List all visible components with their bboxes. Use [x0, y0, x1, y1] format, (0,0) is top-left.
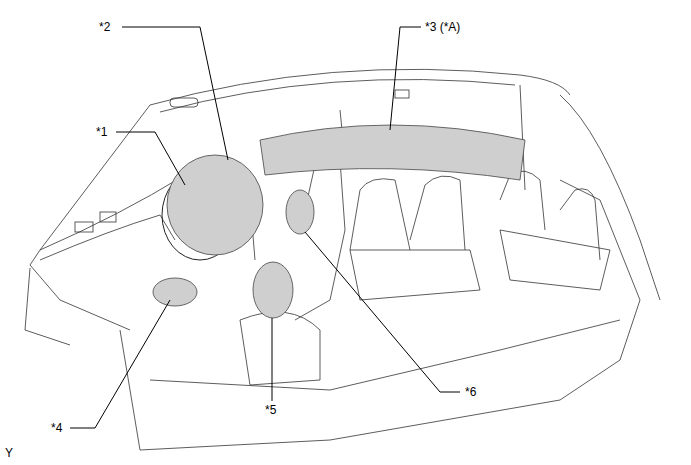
- leader-line: [116, 132, 185, 185]
- callout-number: *1: [95, 125, 108, 139]
- leader-line: [390, 27, 421, 130]
- figure-code: Y: [4, 446, 14, 460]
- callout-number: *6: [464, 385, 477, 399]
- airbags: [153, 125, 525, 318]
- callout-number: *5: [264, 403, 277, 417]
- callout-number: *3 (*A): [424, 20, 461, 34]
- vehicle-body: [25, 69, 660, 450]
- callout-number: *4: [50, 421, 63, 435]
- curtain-airbag: [260, 125, 525, 180]
- callout-number: *2: [98, 20, 111, 34]
- leader-line: [305, 232, 460, 392]
- leader-line: [70, 300, 170, 428]
- leader-line: [122, 27, 228, 160]
- knee-airbag: [153, 278, 197, 306]
- leader-line: [272, 318, 273, 401]
- leader-lines: [70, 27, 460, 428]
- steering-airbag: [167, 155, 263, 255]
- side-airbag: [286, 190, 314, 234]
- seat-side-airbag: [253, 262, 293, 318]
